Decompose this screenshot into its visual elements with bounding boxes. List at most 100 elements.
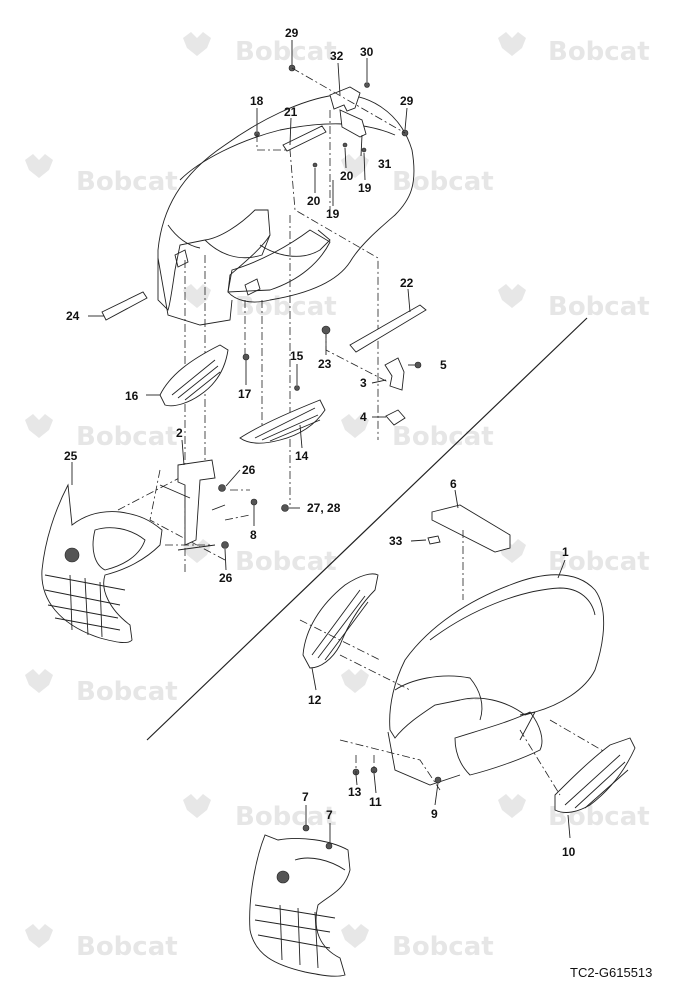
watermark: Bobcat bbox=[25, 414, 178, 452]
callout-11: 11 bbox=[369, 795, 382, 809]
callout-5: 5 bbox=[440, 358, 447, 372]
callout-20-right: 20 bbox=[340, 169, 354, 183]
front-grille-lower-ghost bbox=[249, 834, 351, 977]
watermark-text: Bobcat bbox=[235, 547, 337, 577]
svg-text:Bobcat: Bobcat bbox=[235, 37, 337, 67]
front-bracket-2 bbox=[159, 459, 226, 551]
svg-text:Bobcat: Bobcat bbox=[548, 292, 650, 322]
callout-24: 24 bbox=[66, 309, 80, 323]
callout-8: 8 bbox=[250, 528, 257, 542]
watermark: Bobcat bbox=[498, 539, 650, 577]
hinge-hardware bbox=[254, 64, 409, 168]
watermark: Bobcat bbox=[498, 32, 650, 67]
svg-text:Bobcat: Bobcat bbox=[235, 547, 337, 577]
section-divider bbox=[146, 317, 588, 741]
support-rod-22 bbox=[349, 304, 427, 353]
screw-5 bbox=[414, 361, 422, 369]
callout-2: 2 bbox=[176, 426, 183, 440]
bobcat-logo-icon bbox=[25, 414, 53, 438]
clip-20-b bbox=[312, 162, 318, 168]
watermark-layer: Bobcat Bobcat Bobcat Bobcat Bobcat Bobca… bbox=[25, 32, 650, 962]
watermark: Bobcat bbox=[183, 284, 337, 322]
watermark: Bobcat bbox=[25, 669, 178, 707]
callout-19-right: 19 bbox=[358, 181, 372, 195]
svg-text:Bobcat: Bobcat bbox=[392, 422, 494, 452]
watermark: Bobcat bbox=[498, 284, 650, 322]
bobcat-logo-icon bbox=[498, 794, 526, 818]
watermark: Bobcat bbox=[183, 32, 337, 67]
clip-20 bbox=[342, 142, 348, 148]
svg-text:Bobcat: Bobcat bbox=[76, 677, 178, 707]
callout-20-left: 20 bbox=[307, 194, 321, 208]
callout-23: 23 bbox=[318, 357, 332, 371]
svg-text:Bobcat: Bobcat bbox=[392, 932, 494, 962]
callout-15: 15 bbox=[290, 349, 304, 363]
watermark-text: Bobcat bbox=[392, 167, 494, 197]
watermark: Bobcat bbox=[25, 154, 178, 197]
callout-18: 18 bbox=[250, 94, 264, 108]
callout-19-left: 19 bbox=[326, 207, 340, 221]
callout-16: 16 bbox=[125, 389, 139, 403]
watermark-text: Bobcat bbox=[76, 422, 178, 452]
bobcat-logo-icon bbox=[25, 154, 53, 178]
hinge-bracket-32 bbox=[329, 86, 361, 112]
callout-17: 17 bbox=[238, 387, 252, 401]
callout-29-right: 29 bbox=[400, 94, 414, 108]
bobcat-logo-icon bbox=[341, 924, 369, 948]
hood-assembly-lower bbox=[387, 574, 605, 786]
side-panel-10 bbox=[554, 737, 636, 813]
hood-shell-outline bbox=[157, 94, 415, 311]
front-grille-25 bbox=[41, 483, 163, 644]
bobcat-logo-icon bbox=[183, 32, 211, 56]
watermark: Bobcat bbox=[341, 414, 494, 452]
svg-text:Bobcat: Bobcat bbox=[76, 932, 178, 962]
badge-icon-lower bbox=[276, 870, 290, 884]
watermark: Bobcat bbox=[183, 539, 337, 577]
hood-latch-detail bbox=[244, 278, 261, 296]
pin-19 bbox=[361, 147, 367, 153]
bobcat-logo-icon bbox=[183, 794, 211, 818]
svg-text:Bobcat: Bobcat bbox=[548, 547, 650, 577]
bobcat-logo-icon bbox=[25, 669, 53, 693]
hood-assembly-upper bbox=[157, 94, 415, 326]
watermark-text: Bobcat bbox=[392, 422, 494, 452]
hood-lower-edge bbox=[157, 257, 233, 326]
side-grille-16-slats bbox=[171, 359, 221, 401]
watermark-text: Bobcat bbox=[548, 292, 650, 322]
watermark-text: Bobcat bbox=[235, 37, 337, 67]
seal-pad-6 bbox=[431, 504, 511, 553]
callout-6: 6 bbox=[450, 477, 457, 491]
hood-grille-window bbox=[204, 234, 271, 259]
callout-30: 30 bbox=[360, 45, 374, 59]
seal-strip-24 bbox=[101, 291, 148, 321]
hood-side-panel bbox=[227, 229, 331, 293]
reference-code: TC2-G615513 bbox=[570, 965, 652, 980]
svg-text:Bobcat: Bobcat bbox=[235, 802, 337, 832]
callout-10: 10 bbox=[562, 845, 576, 859]
plate-4 bbox=[385, 409, 406, 426]
bobcat-logo-icon bbox=[183, 284, 211, 308]
callout-7-right: 7 bbox=[326, 808, 333, 822]
svg-text:Bobcat: Bobcat bbox=[76, 167, 178, 197]
watermark-text: Bobcat bbox=[76, 677, 178, 707]
bobcat-logo-icon bbox=[25, 924, 53, 948]
watermark-text: Bobcat bbox=[548, 547, 650, 577]
callout-9: 9 bbox=[431, 807, 438, 821]
callout-14: 14 bbox=[295, 449, 309, 463]
hinge-plate-31 bbox=[339, 109, 367, 138]
svg-text:Bobcat: Bobcat bbox=[392, 167, 494, 197]
screw-17 bbox=[242, 353, 250, 361]
leader-lines bbox=[71, 40, 571, 843]
bobcat-logo-icon bbox=[498, 32, 526, 56]
screw-7a bbox=[302, 824, 310, 832]
bobcat-logo-icon bbox=[498, 284, 526, 308]
watermark-text: Bobcat bbox=[76, 167, 178, 197]
hinge-rod-21 bbox=[282, 125, 327, 152]
callout-22: 22 bbox=[400, 276, 414, 290]
callout-32: 32 bbox=[330, 49, 344, 63]
bobcat-logo-icon bbox=[341, 154, 369, 178]
callout-4: 4 bbox=[360, 410, 367, 424]
callout-1: 1 bbox=[562, 545, 569, 559]
watermark-text: Bobcat bbox=[392, 932, 494, 962]
